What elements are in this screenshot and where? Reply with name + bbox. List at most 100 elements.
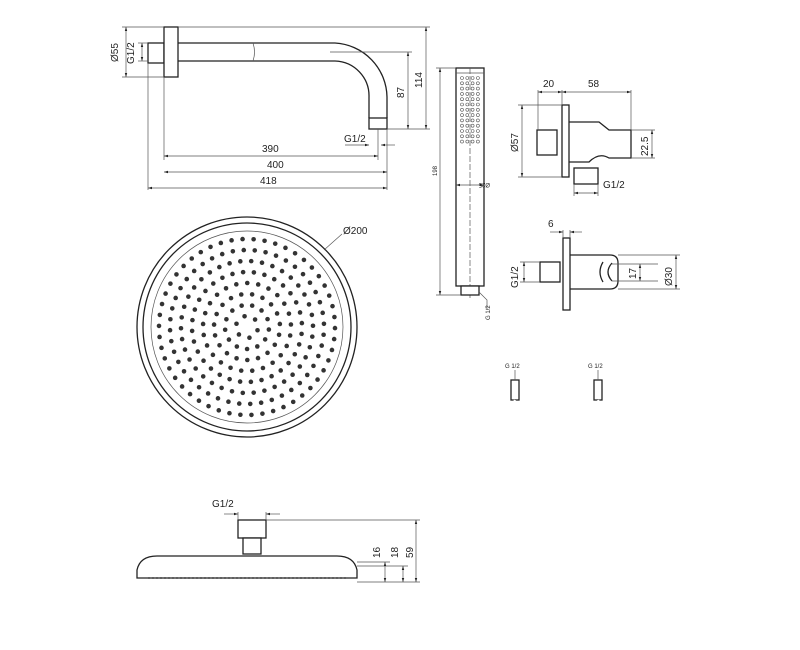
nozzle-dot <box>310 323 316 329</box>
nozzle-dot <box>245 357 250 363</box>
nozzle-dot <box>244 280 250 286</box>
hand-shower-nozzle <box>476 92 480 96</box>
hand-shower-nozzle <box>465 97 470 101</box>
nozzle-dot <box>169 306 175 311</box>
nozzle-dot <box>227 376 232 382</box>
hand-shower-nozzle <box>465 118 470 123</box>
nozzle-dot <box>326 358 331 363</box>
nozzle-dot <box>290 372 295 378</box>
nozzle-dot <box>262 388 267 393</box>
nozzle-dot <box>281 404 286 410</box>
hand-shower-nozzle <box>476 86 480 91</box>
nozzle-dot <box>322 283 327 288</box>
nozzle-dot <box>259 308 264 313</box>
nozzle-dot <box>296 342 302 347</box>
nozzle-dot <box>317 299 323 305</box>
nozzle-dot <box>171 349 177 355</box>
arm-length-418: 418 <box>260 176 277 187</box>
nozzle-dot <box>189 256 195 261</box>
hand-shower-nozzle <box>470 139 475 144</box>
nozzle-dot <box>262 272 267 278</box>
arm-length-400: 400 <box>267 160 284 171</box>
nozzle-dot <box>208 244 213 250</box>
nozzle-dot <box>258 400 264 405</box>
nozzle-dot <box>229 238 234 243</box>
nozzle-dot <box>320 310 325 316</box>
nozzle-dot <box>186 294 191 299</box>
nozzle-dot <box>272 342 278 348</box>
nozzle-dot <box>269 397 275 403</box>
hand-shower-nozzle <box>476 118 480 123</box>
nozzle-dot <box>268 302 274 307</box>
hand-shower-nozzle <box>460 139 464 144</box>
nozzle-dot <box>211 322 217 327</box>
nozzle-dot <box>239 303 244 308</box>
hand-shower-nozzle <box>470 81 475 86</box>
nozzle-dot <box>187 357 192 362</box>
nozzle-dot <box>199 276 204 282</box>
nozzle-dot <box>207 300 213 306</box>
nozzle-dot <box>179 384 185 389</box>
hand-shower-nozzle <box>470 92 475 96</box>
head-height-16: 16 <box>372 546 383 558</box>
hand-shower-nozzle <box>470 129 475 133</box>
nozzle-dot <box>244 346 250 352</box>
nozzle-dot <box>251 390 256 395</box>
nozzle-dot <box>279 268 285 274</box>
nozzle-dot <box>251 270 257 275</box>
hand-shower-nozzle <box>476 97 480 101</box>
nozzle-dot <box>196 398 202 404</box>
nozzle-dot <box>271 276 277 282</box>
nozzle-dot <box>260 411 265 416</box>
nozzle-dot <box>184 276 190 282</box>
nozzle-dot <box>238 259 243 264</box>
arm-inlet-thread-label: G1/2 <box>126 42 137 64</box>
nozzle-dot <box>208 366 214 371</box>
hand-shower-nozzle <box>465 129 470 133</box>
nozzle-dot <box>167 366 172 371</box>
nozzle-dot <box>200 321 206 327</box>
hand-shower-nozzle <box>465 108 470 112</box>
nozzle-dot <box>270 408 276 414</box>
shower-head-side: G1/2 16 18 59 <box>136 499 420 583</box>
nozzle-dot <box>219 385 224 391</box>
nozzle-dot <box>181 369 187 374</box>
nozzle-dot <box>288 275 294 280</box>
hand-shower-nozzle <box>476 102 480 107</box>
nozzle-dot <box>288 322 294 327</box>
nozzle-dot <box>205 391 211 396</box>
nozzle-dot <box>201 358 206 364</box>
nozzle-dot <box>313 289 318 295</box>
nozzle-dot <box>260 365 266 371</box>
nozzle-dot <box>226 337 232 342</box>
nozzle-dot <box>234 356 239 361</box>
nozzle-dot <box>292 264 298 270</box>
nozzle-dot <box>240 236 245 242</box>
nozzle-dot <box>332 325 338 331</box>
hand-shower-nozzle <box>465 102 470 107</box>
nozzle-dot <box>275 292 280 298</box>
nozzle-dot <box>315 377 320 382</box>
nozzle-dot <box>219 251 225 257</box>
hand-shower-nozzle <box>460 108 464 112</box>
nozzle-dot <box>311 363 316 369</box>
hand-shower-nozzle <box>460 81 464 86</box>
nozzle-dot <box>188 377 194 383</box>
nozzle-dot <box>281 379 287 384</box>
nozzle-dot <box>163 291 168 296</box>
holder-thread-label: G1/2 <box>510 266 521 288</box>
nozzle-dot <box>227 261 232 266</box>
hand-shower-nozzle <box>470 134 475 139</box>
nozzle-dot <box>251 236 256 242</box>
nozzle-dot <box>209 256 215 261</box>
nozzle-dot <box>236 401 242 406</box>
nozzle-dot <box>234 282 239 287</box>
nozzle-dot <box>248 258 254 264</box>
nozzle-dot <box>259 377 264 383</box>
arm-height-label: 114 <box>414 72 425 88</box>
nozzle-dot <box>240 390 246 396</box>
nozzle-dot <box>297 380 303 386</box>
hand-shower-nozzle <box>470 108 475 112</box>
nozzle-dot <box>300 271 306 277</box>
hand-shower-nozzle <box>465 81 470 86</box>
